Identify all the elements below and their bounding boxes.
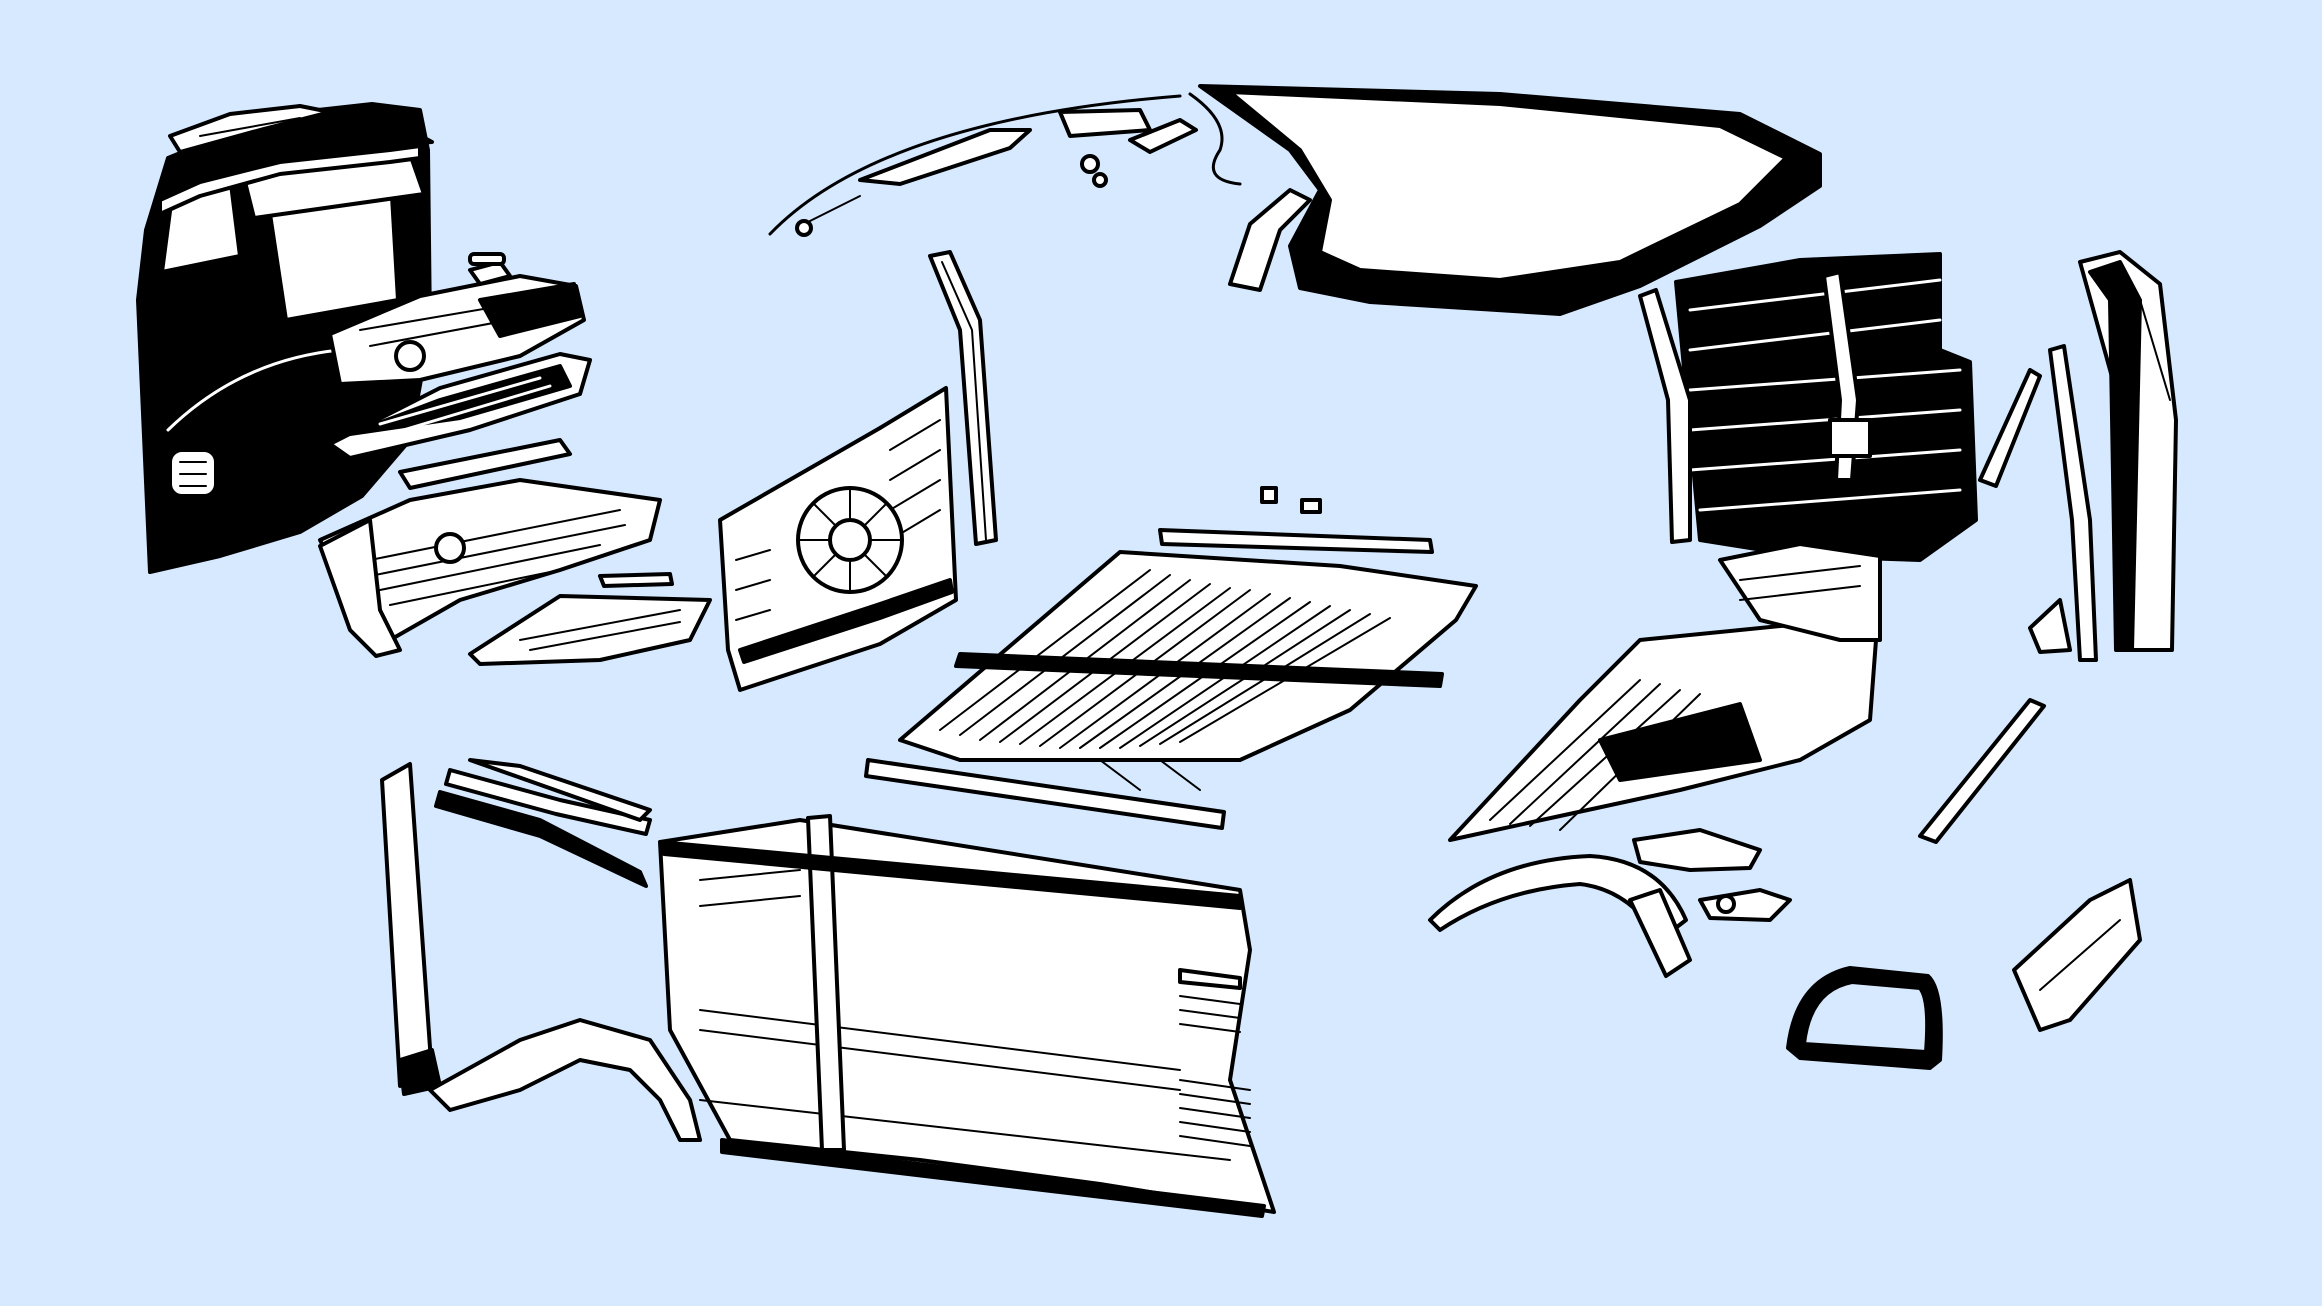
rear-lower-corner-bracket <box>2012 878 2142 1032</box>
roof-front-frame <box>768 94 1312 292</box>
a-pillar <box>380 762 442 1096</box>
cargo-floor-pan <box>864 486 1478 830</box>
rear-floor-engine-bay <box>1448 542 1882 842</box>
rear-corner-panel <box>2078 250 2178 652</box>
bulkhead-panel <box>718 386 958 692</box>
gauge-icon <box>394 340 426 372</box>
rear-bracket-parts <box>1632 828 1792 922</box>
bulkhead-pillar <box>928 250 998 546</box>
front-door-sill <box>428 1018 702 1142</box>
main-side-panel <box>658 814 1276 1218</box>
cab-roof-trim <box>158 104 434 216</box>
roof-hardware <box>795 108 1198 237</box>
rear-sill-rail <box>1918 368 2046 844</box>
cab-floor-pan <box>328 352 592 460</box>
rear-inner-side-panel <box>1674 252 1978 562</box>
roof-panel <box>1188 84 1822 316</box>
rear-wheel-arch <box>1428 854 1692 978</box>
windscreen-frame-strips <box>434 758 652 888</box>
rear-door-seal <box>1786 966 1943 1070</box>
front-floor-panel-lower <box>468 572 712 666</box>
dashboard-panel <box>328 252 586 386</box>
rear-side-pillar <box>1638 288 1692 544</box>
front-floor-assembly <box>318 438 662 658</box>
rear-corner-pillar <box>2028 344 2098 662</box>
